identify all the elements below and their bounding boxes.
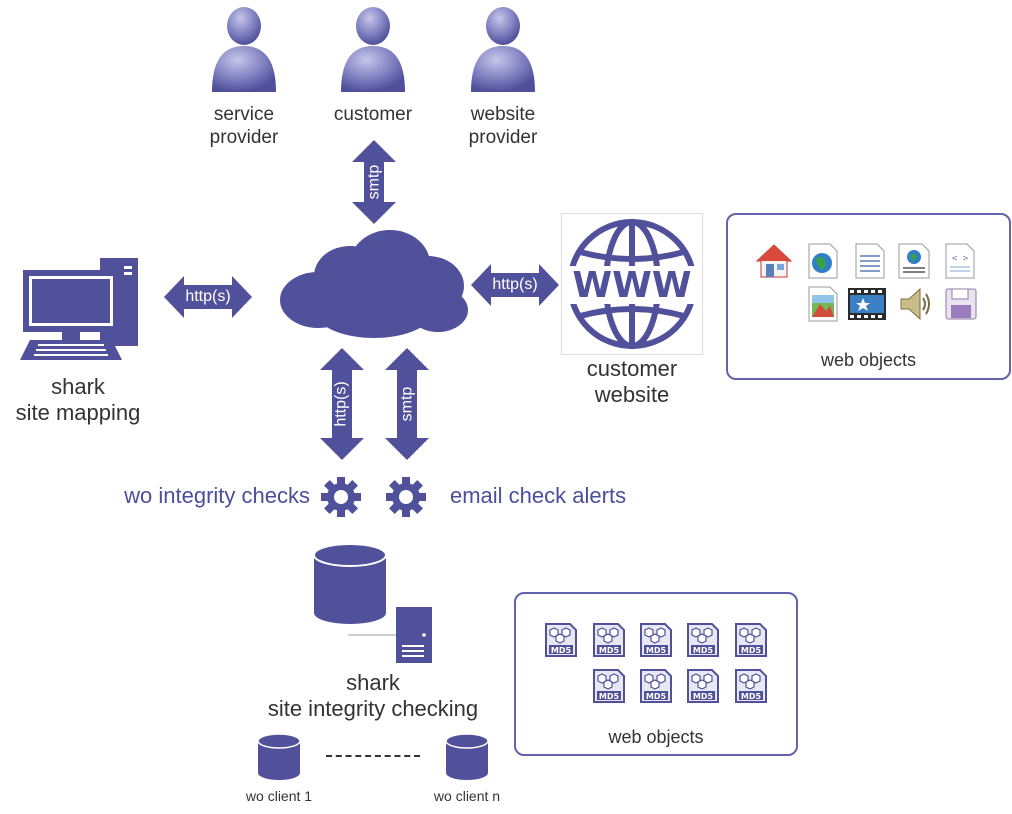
- md5-label: MD5: [741, 692, 762, 701]
- arrow-label: http(s): [333, 381, 350, 427]
- person-customer: [337, 4, 409, 94]
- person-icon: [212, 7, 276, 92]
- client-last-label: wo client n: [433, 788, 501, 804]
- email-check-alerts-label: email check alerts: [450, 483, 627, 508]
- md5-label: MD5: [551, 646, 572, 655]
- arrow-http-left: http(s): [164, 276, 252, 318]
- floppy-disk-icon: [945, 288, 977, 320]
- arrow-label: smtp: [397, 386, 415, 422]
- cloud-icon: [278, 228, 470, 340]
- person-icon: [341, 7, 405, 92]
- web-page-icon: [898, 243, 930, 279]
- md5-label: MD5: [646, 646, 667, 655]
- arrow-http-right: http(s): [471, 264, 559, 306]
- md5-file-icon: MD5: [734, 622, 768, 658]
- person-service-provider: [208, 4, 280, 94]
- text-list-icon: [855, 243, 885, 279]
- arrow-label: http(s): [492, 276, 538, 293]
- md5-label: MD5: [599, 646, 620, 655]
- web-objects-label-bottom: web objects: [608, 727, 704, 747]
- svg-text:WWW: WWW: [572, 265, 691, 306]
- globe-page-icon: [808, 243, 838, 279]
- www-globe-icon: WWW: [561, 213, 703, 355]
- svg-text:< >: < >: [952, 254, 969, 264]
- speaker-icon: [898, 286, 932, 322]
- md5-file-icon: MD5: [686, 668, 720, 704]
- md5-label: MD5: [741, 646, 762, 655]
- md5-label: MD5: [693, 646, 714, 655]
- arrow-smtp-down: smtp: [385, 348, 429, 460]
- md5-file-icon: MD5: [592, 668, 626, 704]
- desktop-computer-icon: [20, 256, 140, 360]
- md5-label: MD5: [599, 692, 620, 701]
- md5-file-icon: MD5: [592, 622, 626, 658]
- gear-icon: [321, 477, 361, 517]
- wo-integrity-checks-label: wo integrity checks: [124, 483, 310, 508]
- md5-file-icon: MD5: [734, 668, 768, 704]
- person-website-provider: [467, 4, 539, 94]
- image-file-icon: [808, 286, 838, 322]
- dotted-separator: [326, 755, 420, 757]
- code-file-icon: < >: [945, 243, 975, 279]
- arrow-label: http(s): [185, 288, 231, 305]
- gear-icon: [386, 477, 426, 517]
- arrow-smtp-top: smtp: [352, 140, 396, 224]
- md5-label: MD5: [646, 692, 667, 701]
- md5-file-icon: MD5: [544, 622, 578, 658]
- md5-file-icon: MD5: [639, 622, 673, 658]
- person-label-customer: customer: [333, 104, 413, 125]
- md5-file-icon: MD5: [686, 622, 720, 658]
- home-icon: [755, 244, 793, 278]
- arrow-label: smtp: [364, 164, 382, 200]
- md5-label: MD5: [693, 692, 714, 701]
- database-server-icon: [312, 543, 436, 665]
- database-icon: [445, 733, 489, 781]
- film-icon: [848, 288, 886, 320]
- md5-file-icon: MD5: [639, 668, 673, 704]
- database-icon: [257, 733, 301, 781]
- person-icon: [471, 7, 535, 92]
- web-objects-label-top: web objects: [820, 350, 917, 370]
- arrow-http-down: http(s): [320, 348, 364, 460]
- client-first-label: wo client 1: [245, 788, 313, 804]
